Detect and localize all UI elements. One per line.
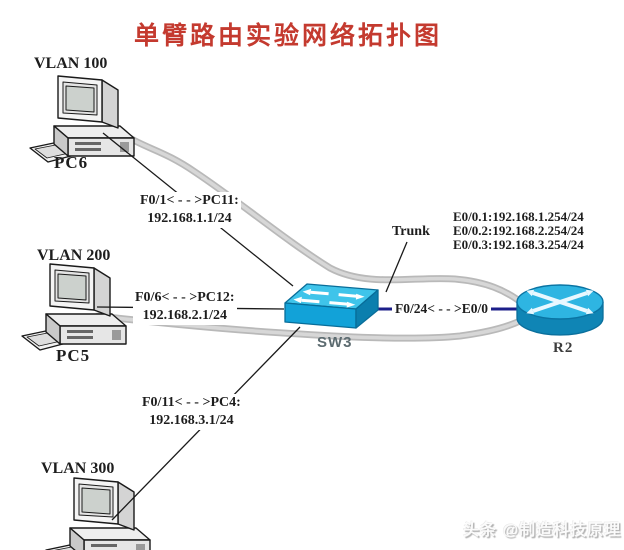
pc5-link-label: F0/6< - - >PC12: 192.168.2.1/24 [133,289,237,325]
pc5-link-ports: F0/6< - - >PC12: [135,290,235,305]
cable-pc6-to-router-highlight [110,125,520,302]
subinterface-3: E0/0.3:192.168.3.254/24 [453,237,584,252]
subinterface-2: E0/0.2:192.168.2.254/24 [453,223,584,238]
switch-icon [284,283,379,329]
watermark: 头条 @制造科技原理 [463,522,622,539]
vlan300-label: VLAN 300 [41,460,115,477]
diagram-title: 单臂路由实验网络拓扑图 [134,22,443,50]
pc5-label: PC5 [56,346,91,365]
pc6-link-label: F0/1< - - >PC11: 192.168.1.1/24 [138,192,241,228]
router-subinterface-list: E0/0.1:192.168.1.254/24 E0/0.2:192.168.2… [452,210,585,252]
vlan300-link-label: F0/11< - - >PC4: 192.168.3.1/24 [140,394,243,430]
router-icon [516,284,604,336]
line-trunk-pointer [385,241,408,293]
pc6-label: PC6 [54,153,89,172]
pc6-link-ip: 192.168.1.1/24 [147,211,232,226]
vlan300-pc-icon [45,477,151,550]
vlan300-link-ip: 192.168.3.1/24 [149,413,234,428]
subinterface-1: E0/0.1:192.168.1.254/24 [453,209,584,224]
vlan300-link-ports: F0/11< - - >PC4: [142,395,241,410]
router-label: R2 [553,340,574,356]
trunk-label: Trunk [391,224,431,240]
pc6-icon [29,75,135,163]
switch-label: SW3 [317,334,353,351]
vlan200-label: VLAN 200 [37,247,111,264]
pc6-link-ports: F0/1< - - >PC11: [140,193,239,208]
switch-router-link-label: F0/24< - - >E0/0 [392,301,492,317]
vlan100-label: VLAN 100 [34,55,108,72]
router-arrows [526,289,594,315]
switch-arrows [293,288,365,308]
pc5-link-ip: 192.168.2.1/24 [142,308,227,323]
